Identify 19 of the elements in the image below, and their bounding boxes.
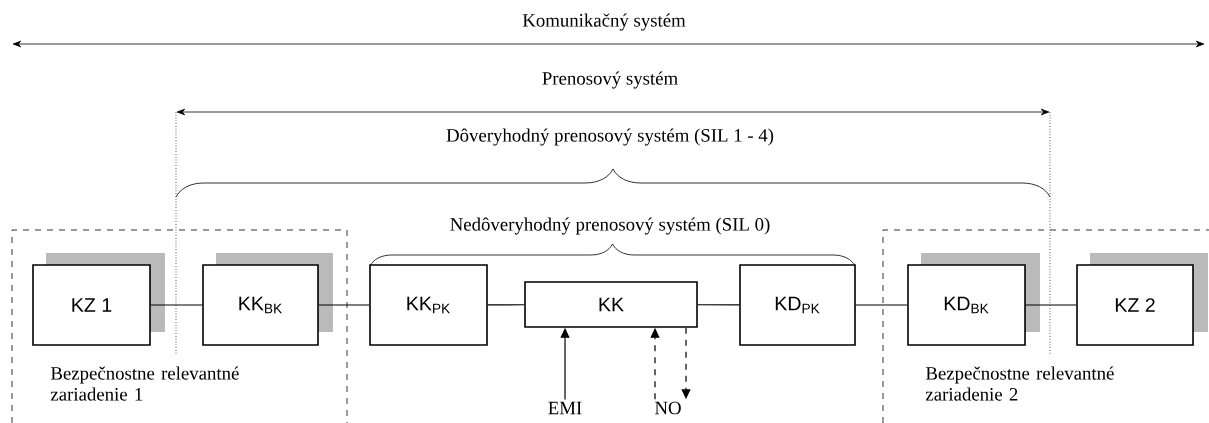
- signal-label: NO: [654, 401, 681, 415]
- connector: [318, 304, 370, 306]
- system-label: Prenosový systém: [542, 71, 678, 89]
- block-box: KZ 2: [1076, 253, 1208, 346]
- connector: [1025, 304, 1077, 306]
- block-box: KK$_{BK}$: [202, 253, 333, 346]
- connector: [697, 304, 740, 306]
- system-label: Komunikačný systém: [522, 13, 686, 31]
- block-box: KD$_{BK}$: [907, 253, 1040, 346]
- connector: [855, 304, 908, 306]
- block-box: KZ 1: [32, 253, 165, 346]
- signal-label: EMI: [548, 401, 582, 415]
- system-label: Dôveryhodný prenosový systém (SIL 1 - 4): [446, 128, 774, 146]
- block-box: KK$_{PK}$: [369, 264, 488, 346]
- block-box: KK: [524, 281, 698, 328]
- connector: [487, 304, 525, 306]
- system-label: Nedôveryhodný prenosový systém (SIL 0): [450, 217, 770, 235]
- block-box: KD$_{PK}$: [739, 264, 856, 346]
- connector: [150, 304, 203, 306]
